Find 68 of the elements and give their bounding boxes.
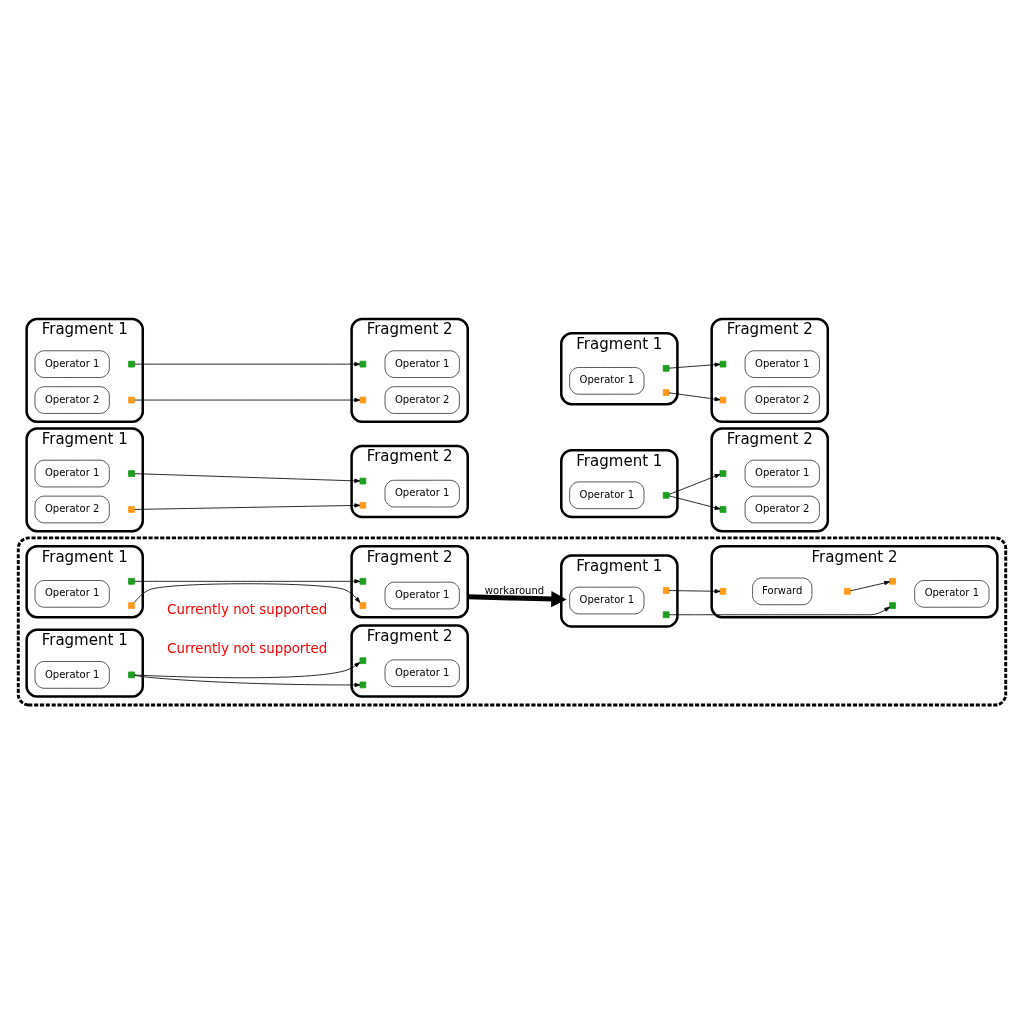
node-box: Operator 1 xyxy=(384,581,460,610)
arrow xyxy=(668,495,721,510)
node-box: Operator 1 xyxy=(34,661,110,689)
node-box: Operator 1 xyxy=(384,350,460,378)
node-box: Operator 1 xyxy=(34,350,110,378)
node-box xyxy=(359,657,367,665)
arrow xyxy=(134,662,361,679)
node-box: Operator 1 xyxy=(569,586,645,615)
node-box xyxy=(719,588,727,595)
node-box xyxy=(359,396,367,404)
node-box: Operator 1 xyxy=(34,459,110,488)
arrow xyxy=(668,362,721,369)
node-box xyxy=(719,470,727,477)
node-box: Operator 2 xyxy=(384,386,460,414)
arrow xyxy=(668,473,721,495)
arrow xyxy=(134,674,361,688)
arrow xyxy=(134,583,361,603)
label: Currently not supported xyxy=(167,641,328,657)
cluster xyxy=(16,536,1008,707)
label: Currently not supported xyxy=(167,601,328,617)
node-box xyxy=(662,364,670,372)
node-box: Forward xyxy=(752,577,813,606)
node-box: Operator 1 xyxy=(384,479,460,508)
node-box xyxy=(128,360,135,368)
node-box xyxy=(128,506,135,513)
node-box: Operator 1 xyxy=(384,659,460,687)
node-box xyxy=(889,602,896,609)
node-box: Operator 1 xyxy=(569,481,645,509)
node-box xyxy=(662,491,670,499)
arrow xyxy=(134,473,361,484)
arrow xyxy=(134,361,361,367)
node-box xyxy=(359,602,367,609)
node-box: Operator 1 xyxy=(744,350,820,378)
node-box xyxy=(844,588,851,595)
node-box xyxy=(359,477,367,485)
arrow xyxy=(134,579,361,584)
node-box xyxy=(128,578,135,585)
node-box: Operator 2 xyxy=(34,495,110,524)
node-box xyxy=(128,396,135,404)
node-box: Operator 2 xyxy=(34,386,110,414)
node-box: Operator 1 xyxy=(914,580,990,608)
arrow xyxy=(668,589,721,594)
node-box xyxy=(359,360,367,368)
arrow xyxy=(849,580,890,592)
node-box: Operator 1 xyxy=(34,580,110,608)
node-box xyxy=(719,360,727,368)
node-box xyxy=(359,501,367,509)
node-box xyxy=(128,671,135,679)
node-box xyxy=(719,506,727,513)
arrow xyxy=(467,590,567,608)
node-box: Operator 2 xyxy=(744,495,820,524)
node-box xyxy=(128,470,135,477)
node-box xyxy=(359,578,367,585)
node-box: Operator 2 xyxy=(744,386,820,414)
node-box xyxy=(662,587,670,594)
arrow xyxy=(668,606,890,616)
node-box xyxy=(662,611,670,619)
node-box xyxy=(359,681,367,689)
node-box xyxy=(128,602,135,609)
edge-label: workaround xyxy=(484,585,545,597)
node-box xyxy=(662,389,670,396)
arrow xyxy=(134,503,361,510)
node-box xyxy=(889,578,896,585)
node-box xyxy=(719,396,727,404)
arrow xyxy=(134,397,361,403)
node-box: Operator 1 xyxy=(569,367,645,395)
arrow xyxy=(668,392,721,402)
node-box: Operator 1 xyxy=(744,459,820,488)
